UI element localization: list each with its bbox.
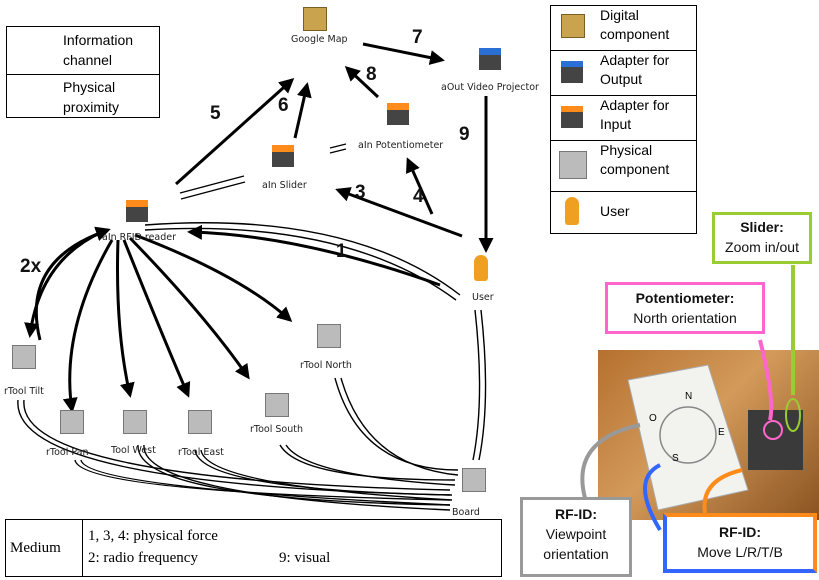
legend-item-user: User bbox=[551, 192, 696, 232]
node-rfid-reader: aIn RFID reader bbox=[102, 232, 177, 243]
user-node-icon bbox=[474, 255, 488, 281]
node-slider: aIn Slider bbox=[262, 180, 307, 191]
channel-number: 8 bbox=[366, 64, 377, 85]
node-south: rTool South bbox=[250, 424, 303, 435]
adapter-input-icon bbox=[561, 106, 583, 128]
adapter-output-icon bbox=[561, 61, 583, 83]
legend-info-label: Information channel bbox=[63, 32, 134, 68]
east-tool-icon bbox=[188, 410, 212, 434]
medium-line-1: 1, 3, 4: physical force bbox=[88, 528, 218, 544]
photo-letter-s: S bbox=[672, 453, 679, 464]
node-potentiometer: aIn Potentiometer bbox=[358, 140, 444, 151]
photo-overlay bbox=[627, 364, 803, 511]
board-icon bbox=[462, 468, 486, 492]
legend-label: Adapter for Input bbox=[600, 97, 670, 132]
node-pan: rTool Pan bbox=[46, 447, 89, 458]
slider-callout: Slider: Zoom in/out bbox=[712, 212, 812, 264]
channel-number: 3 bbox=[355, 182, 366, 203]
photo-letter-n: N bbox=[685, 391, 693, 402]
tilt-tool-icon bbox=[12, 345, 36, 369]
legend-item-input: Adapter for Input bbox=[551, 96, 696, 141]
photo-letter-e: E bbox=[718, 427, 725, 438]
pan-tool-icon bbox=[60, 410, 84, 434]
node-west: Tool West bbox=[111, 445, 156, 456]
legend-proximity-label: Physical proximity bbox=[63, 79, 120, 115]
information-arrows bbox=[24, 30, 494, 413]
google-map-icon bbox=[303, 7, 327, 31]
slider-callout-desc: Zoom in/out bbox=[725, 239, 799, 255]
node-board: Board bbox=[452, 507, 480, 518]
west-tool-icon bbox=[123, 410, 147, 434]
rfid-reader-icon bbox=[126, 200, 148, 222]
node-tilt: rTool Tilt bbox=[4, 386, 44, 397]
slider-callout-title: Slider: bbox=[740, 219, 784, 235]
legend-label: Adapter for Output bbox=[600, 52, 670, 87]
node-google-map: Google Map bbox=[291, 34, 348, 45]
node-east: rTool East bbox=[178, 447, 224, 458]
channel-number: 5 bbox=[210, 103, 221, 124]
legend-label: Physical component bbox=[600, 142, 670, 177]
medium-label: Medium bbox=[10, 540, 61, 556]
rfid-move-title: RF-ID: bbox=[719, 524, 761, 540]
rfid-viewpoint-title: RF-ID: bbox=[555, 506, 597, 522]
legend-label: Digital component bbox=[600, 7, 670, 42]
channel-number: 2x bbox=[20, 256, 42, 277]
legend-left: Information channel Physical proximity bbox=[6, 26, 160, 118]
legend-item-output: Adapter for Output bbox=[551, 51, 696, 96]
node-user: User bbox=[472, 292, 494, 303]
digital-component-icon bbox=[561, 14, 585, 38]
proximity-lines bbox=[13, 81, 487, 511]
rfid-move-desc: Move L/R/T/B bbox=[697, 544, 783, 560]
potentiometer-callout: Potentiometer: North orientation bbox=[605, 282, 765, 334]
rfid-viewpoint-desc: Viewpoint orientation bbox=[543, 526, 609, 562]
node-north: rTool North bbox=[300, 360, 352, 371]
legend-item-digital: Digital component bbox=[551, 6, 696, 51]
potentiometer-callout-desc: North orientation bbox=[633, 310, 737, 326]
north-tool-icon bbox=[317, 324, 341, 348]
node-video-projector: aOut Video Projector bbox=[441, 82, 539, 93]
potentiometer-callout-title: Potentiometer: bbox=[635, 290, 735, 306]
video-projector-icon bbox=[479, 48, 501, 70]
medium-line-2: 2: radio frequency bbox=[88, 550, 198, 566]
south-tool-icon bbox=[265, 393, 289, 417]
user-icon bbox=[565, 197, 579, 225]
physical-component-icon bbox=[559, 151, 587, 179]
slider-icon bbox=[272, 145, 294, 167]
medium-line-3: 9: visual bbox=[279, 550, 331, 566]
legend-right: Digital component Adapter for Output Ada… bbox=[550, 5, 697, 234]
channel-number: 9 bbox=[459, 124, 470, 145]
channel-number: 1 bbox=[336, 241, 347, 262]
medium-table: Medium 1, 3, 4: physical force 2: radio … bbox=[5, 519, 502, 577]
potentiometer-icon bbox=[387, 103, 409, 125]
photo-letter-o: O bbox=[649, 413, 657, 424]
rfid-viewpoint-callout: RF-ID: Viewpoint orientation bbox=[520, 497, 632, 577]
channel-number: 6 bbox=[278, 95, 289, 116]
legend-label: User bbox=[600, 203, 630, 219]
legend-item-physical: Physical component bbox=[551, 141, 696, 192]
channel-number: 4 bbox=[413, 186, 424, 207]
rfid-move-callout: RF-ID: Move L/R/T/B bbox=[663, 513, 817, 573]
channel-number: 7 bbox=[412, 27, 423, 48]
